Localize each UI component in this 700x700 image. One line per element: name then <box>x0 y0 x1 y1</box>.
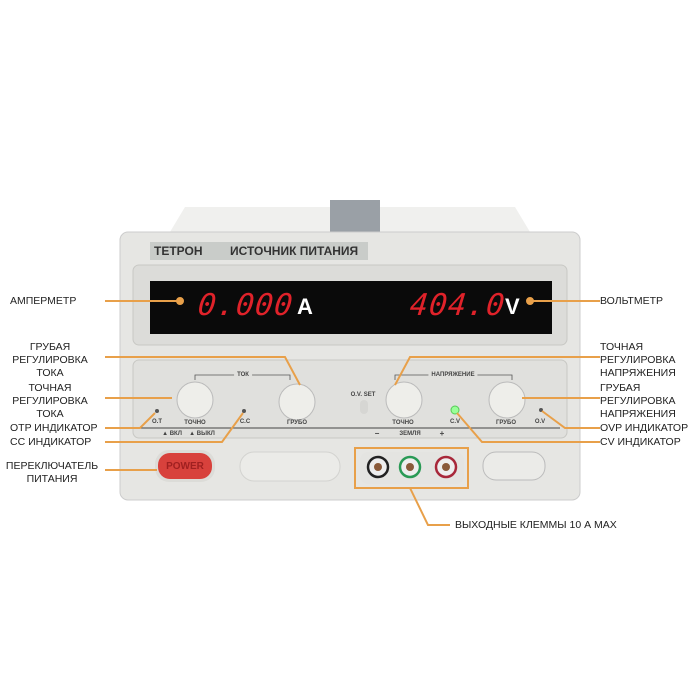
cv-led <box>450 405 460 415</box>
ground-label: ЗЕМЛЯ <box>399 431 421 437</box>
fine-voltage-label: ТОЧНО <box>392 420 414 426</box>
leader-lines <box>105 297 600 526</box>
cv-label: C.V <box>449 419 461 425</box>
handle <box>330 200 380 232</box>
output-terminals <box>366 455 458 479</box>
coarse-voltage-label: ГРУБО <box>495 420 517 426</box>
callout-fine-voltage: ТОЧНАЯ РЕГУЛИРОВКА НАПРЯЖЕНИЯ <box>600 341 676 379</box>
display <box>150 281 552 334</box>
callout-coarse-current: ГРУБАЯ РЕГУЛИРОВКА ТОКА <box>12 341 88 379</box>
off-label: ▲ ВЫКЛ <box>189 431 215 437</box>
callout-cv: CV ИНДИКАТОР <box>600 436 681 448</box>
voltage-group-label: НАПРЯЖЕНИЕ <box>428 372 478 378</box>
knob-fine-current <box>176 381 214 419</box>
ammeter-readout: 0.000 <box>196 288 296 323</box>
ot-label: O.T <box>152 419 162 425</box>
callout-coarse-voltage: ГРУБАЯ РЕГУЛИРОВКА НАПРЯЖЕНИЯ <box>600 382 676 420</box>
cc-label: C.C <box>239 419 251 425</box>
label-strip <box>150 242 368 260</box>
voltmeter-readout: 404.0 <box>408 288 508 323</box>
callout-ammeter: АМПЕРМЕТР <box>10 295 77 307</box>
ov-set-label: O.V. SET <box>350 392 376 398</box>
knobs <box>176 381 526 421</box>
ot-led <box>155 409 159 413</box>
callout-otp: OTP ИНДИКАТОР <box>10 422 98 434</box>
power-button <box>158 453 212 479</box>
callout-power-switch: ПЕРЕКЛЮЧАТЕЛЬ ПИТАНИЯ <box>5 460 99 485</box>
fine-current-label: ТОЧНО <box>184 420 206 426</box>
ov-set-button <box>360 400 368 414</box>
coarse-current-label: ГРУБО <box>286 420 308 426</box>
callout-fine-current: ТОЧНАЯ РЕГУЛИРОВКА ТОКА <box>12 382 88 420</box>
voltmeter-unit: V <box>505 294 520 319</box>
knob-coarse-current <box>278 383 316 421</box>
callout-ovp: OVP ИНДИКАТОР <box>600 422 689 434</box>
device-title: ИСТОЧНИК ПИТАНИЯ <box>230 244 359 258</box>
blank-pad-right <box>482 451 546 481</box>
knob-coarse-voltage <box>488 381 526 419</box>
ammeter-unit: A <box>297 294 313 319</box>
current-group-label: ТОК <box>234 372 252 378</box>
cc-led <box>242 409 246 413</box>
callout-cc: CC ИНДИКАТОР <box>10 436 92 448</box>
minus-label: − <box>374 429 380 438</box>
plus-label: + <box>439 429 445 438</box>
callout-terminals: ВЫХОДНЫЕ КЛЕММЫ 10 А MAX <box>455 519 617 531</box>
power-button-label[interactable]: POWER <box>166 461 204 472</box>
blank-pad <box>239 451 341 482</box>
knob-fine-voltage <box>385 381 423 419</box>
brand: ТЕТРОН <box>154 244 203 258</box>
ov-label: O.V <box>534 419 546 425</box>
on-label: ▲ ВКЛ <box>162 431 182 437</box>
callout-voltmeter: ВОЛЬТМЕТР <box>600 295 664 307</box>
